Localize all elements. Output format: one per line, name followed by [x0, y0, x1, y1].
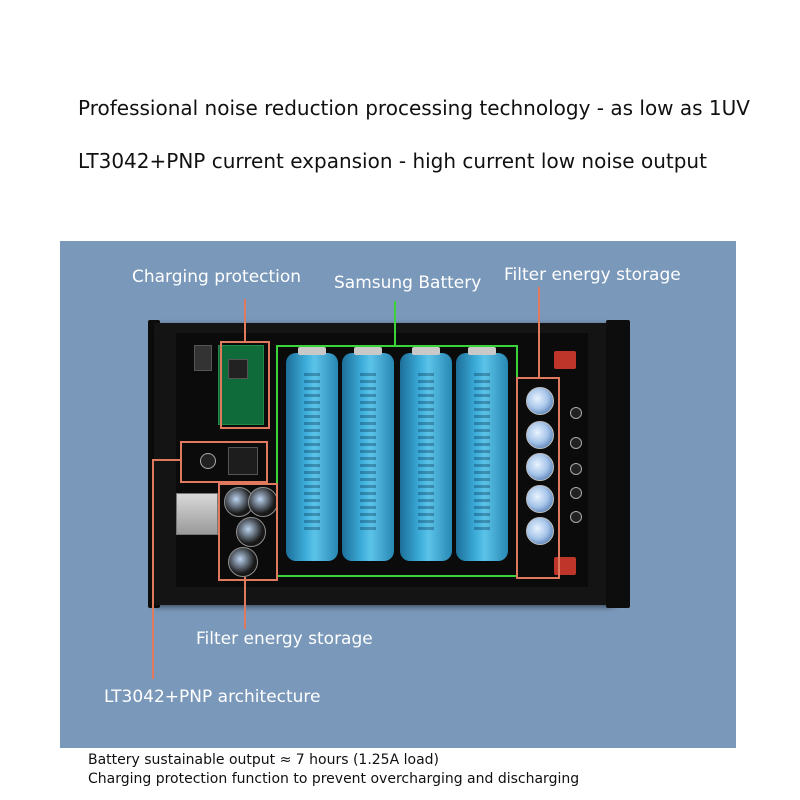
charging-module-pcb [218, 345, 264, 425]
output-hole-1 [570, 407, 582, 419]
dc-jack [194, 345, 212, 371]
output-terminal-top [554, 351, 576, 369]
label-charging-protection: Charging protection [132, 267, 302, 287]
label-lt3042-pnp: LT3042+PNP architecture [104, 687, 321, 707]
battery-cell-1 [286, 347, 338, 561]
label-filter-energy-right: Filter energy storage [504, 265, 681, 285]
power-switch [200, 453, 216, 469]
capacitor-right-1 [526, 387, 554, 415]
capacitor-left-4 [228, 547, 258, 577]
charging-inductor [228, 359, 248, 379]
leader-line-charging [244, 299, 246, 343]
headline-current-expansion: LT3042+PNP current expansion - high curr… [78, 149, 707, 173]
usb-port [176, 493, 218, 535]
output-hole-2 [570, 437, 582, 449]
highlight-filter-energy-right [516, 377, 560, 579]
highlight-lt3042-pnp [180, 441, 268, 483]
label-samsung-battery: Samsung Battery [334, 273, 482, 293]
output-hole-5 [570, 511, 582, 523]
capacitor-right-5 [526, 517, 554, 545]
leader-line-battery [394, 301, 396, 347]
output-hole-3 [570, 463, 582, 475]
highlight-samsung-battery [276, 345, 518, 577]
battery-cell-4 [456, 347, 508, 561]
output-hole-4 [570, 487, 582, 499]
leader-line-lt3042-v [152, 459, 154, 679]
caption-battery-output: Battery sustainable output ≈ 7 hours (1.… [88, 752, 439, 768]
highlight-charging-protection [220, 341, 270, 429]
capacitor-left-3 [236, 517, 266, 547]
device-right-endcap [606, 320, 630, 608]
battery-cell-2 [342, 347, 394, 561]
capacitor-right-4 [526, 485, 554, 513]
battery-cell-3 [400, 347, 452, 561]
leader-line-filter-right [538, 287, 540, 379]
headline-noise-reduction: Professional noise reduction processing … [78, 96, 750, 120]
leader-line-lt3042-h [152, 459, 182, 461]
capacitor-right-3 [526, 453, 554, 481]
caption-charging-protection: Charging protection function to prevent … [88, 771, 580, 787]
leader-line-filter-bottom [244, 577, 246, 629]
highlight-filter-energy-bottom [218, 483, 278, 581]
capacitor-right-2 [526, 421, 554, 449]
label-filter-energy-bottom: Filter energy storage [196, 629, 373, 649]
product-image-panel: Charging protection Samsung Battery Filt… [60, 241, 736, 748]
regulator-chip [228, 447, 258, 475]
